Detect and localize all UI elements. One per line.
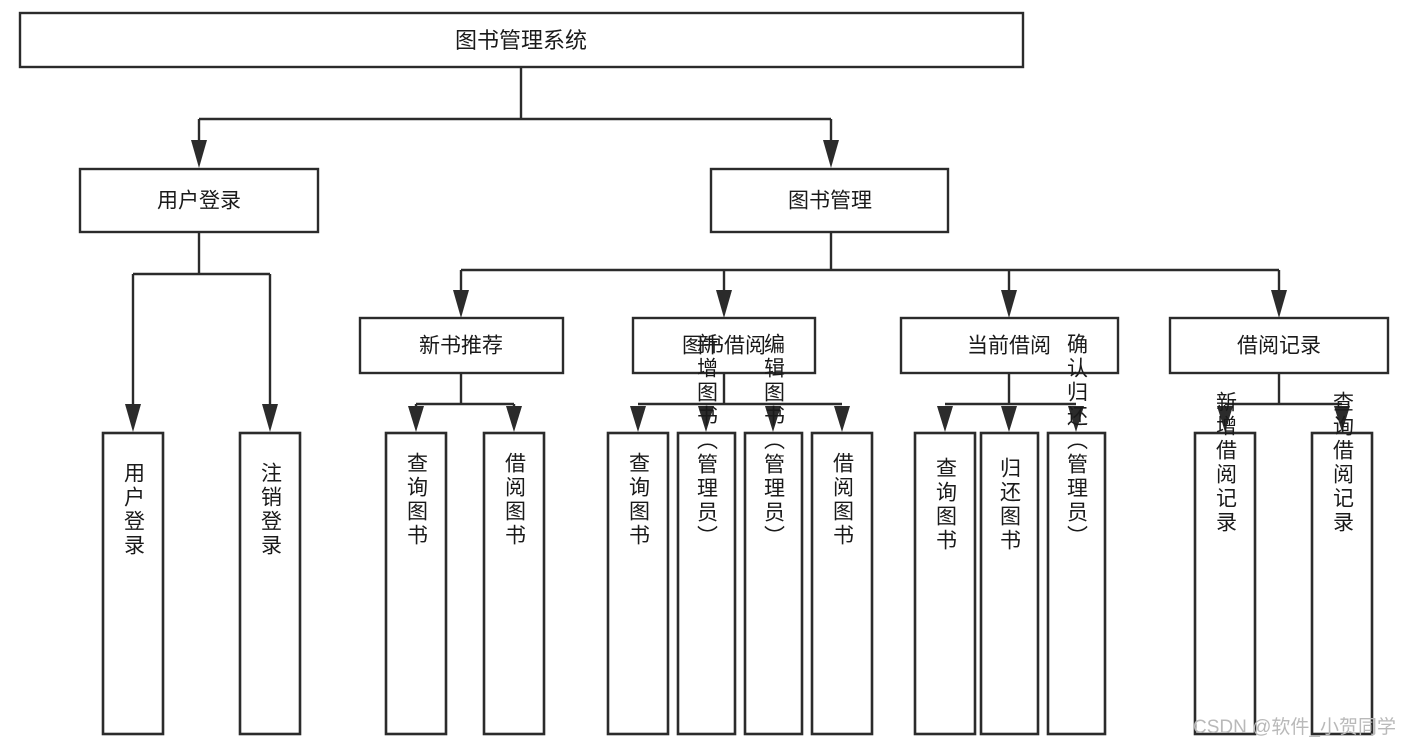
node-new-book-recommend[interactable]: 新书推荐 — [358, 316, 565, 375]
arrow-head-leaf-add-book — [698, 406, 714, 432]
node-book-management-label: 图书管理 — [788, 190, 872, 213]
leaf-confirm-return[interactable]: 确认归还（管理员） — [1046, 333, 1107, 736]
leaf-logout-box[interactable] — [238, 431, 302, 736]
arrow-head-book-manage — [823, 140, 839, 168]
csdn-watermark: CSDN @软件_小贺同学 — [1193, 716, 1396, 738]
leaf-add-borrow-record-box[interactable] — [1193, 431, 1257, 736]
leaf-add-borrow-record[interactable]: 新增借阅记录 — [1193, 391, 1257, 736]
node-current-borrow-label: 当前借阅 — [967, 335, 1051, 358]
connector-group-root-to-level2 — [191, 67, 839, 168]
node-current-borrow[interactable]: 当前借阅 — [899, 316, 1120, 375]
leaf-query-book-current[interactable]: 查询图书 — [913, 431, 977, 736]
leaf-borrow-book-borrow-label: 借阅图书 — [831, 452, 855, 548]
connector-group-book-manage-to-level3 — [453, 232, 1287, 318]
leaf-query-borrow-record-label: 查询借阅记录 — [1331, 391, 1355, 535]
arrow-head-book-borrow — [716, 290, 732, 318]
leaf-borrow-book-recommend-label: 借阅图书 — [503, 452, 527, 548]
node-root-box[interactable] — [18, 11, 1025, 69]
node-borrow-record[interactable]: 借阅记录 — [1168, 316, 1390, 375]
arrow-head-new-book — [453, 290, 469, 318]
arrow-head-leaf-return-book — [1001, 406, 1017, 432]
leaf-query-book-recommend-box[interactable] — [384, 431, 448, 736]
leaf-user-login-box[interactable] — [101, 431, 165, 736]
node-book-management[interactable]: 图书管理 — [709, 167, 950, 234]
node-user-login-box[interactable] — [78, 167, 320, 234]
arrow-head-leaf-confirm-return — [1068, 406, 1084, 432]
leaf-confirm-return-box[interactable] — [1046, 431, 1107, 736]
node-book-borrow-label: 图书借阅 — [682, 335, 766, 358]
leaf-query-book-borrow-label: 查询图书 — [627, 452, 651, 548]
leaf-logout-label: 注销登录 — [259, 462, 283, 558]
node-new-book-recommend-label: 新书推荐 — [419, 335, 503, 358]
leaf-borrow-book-recommend-box[interactable] — [482, 431, 546, 736]
leaf-query-book-borrow-box[interactable] — [606, 431, 670, 736]
leaf-logout[interactable]: 注销登录 — [238, 431, 302, 736]
leaf-query-book-borrow[interactable]: 查询图书 — [606, 431, 670, 736]
leaf-borrow-book-borrow-box[interactable] — [810, 431, 874, 736]
arrow-head-leaf-borrow-book-2 — [834, 406, 850, 432]
leaf-confirm-return-label: 确认归还（管理员） — [1065, 333, 1089, 549]
connector-group-book-borrow-to-leaves — [630, 373, 850, 432]
leaf-query-book-recommend[interactable]: 查询图书 — [384, 431, 448, 736]
arrow-head-leaf-edit-book — [765, 406, 781, 432]
node-borrow-record-label: 借阅记录 — [1237, 335, 1321, 358]
leaf-return-book[interactable]: 归还图书 — [979, 431, 1040, 736]
leaf-borrow-book-borrow[interactable]: 借阅图书 — [810, 431, 874, 736]
leaf-edit-book[interactable]: 编辑图书（管理员） — [743, 333, 804, 736]
node-user-login-label: 用户登录 — [157, 190, 241, 213]
node-book-management-box[interactable] — [709, 167, 950, 234]
leaf-query-book-current-label: 查询图书 — [934, 457, 958, 553]
leaf-return-book-label: 归还图书 — [998, 457, 1022, 553]
leaf-query-borrow-record[interactable]: 查询借阅记录 — [1310, 391, 1374, 736]
leaf-add-book[interactable]: 新增图书（管理员） — [676, 333, 737, 736]
node-root-label: 图书管理系统 — [455, 28, 587, 53]
arrow-head-leaf-query-book-3 — [937, 406, 953, 432]
leaf-user-login[interactable]: 用户登录 — [101, 431, 165, 736]
leaf-query-book-recommend-label: 查询图书 — [405, 452, 429, 548]
arrow-head-borrow-record — [1271, 290, 1287, 318]
leaf-query-book-current-box[interactable] — [913, 431, 977, 736]
leaf-query-borrow-record-box[interactable] — [1310, 431, 1374, 736]
arrow-head-leaf-add-record — [1217, 406, 1233, 432]
leaf-return-book-box[interactable] — [979, 431, 1040, 736]
node-borrow-record-box[interactable] — [1168, 316, 1390, 375]
node-current-borrow-box[interactable] — [899, 316, 1120, 375]
node-root-book-management-system[interactable]: 图书管理系统 — [18, 11, 1025, 69]
node-book-borrow[interactable]: 图书借阅 — [631, 316, 817, 375]
arrow-head-user-login — [191, 140, 207, 168]
connector-group-current-borrow-to-leaves — [937, 373, 1084, 432]
leaf-edit-book-label: 编辑图书（管理员） — [762, 333, 786, 549]
leaf-add-book-box[interactable] — [676, 431, 737, 736]
connector-group-new-book-to-leaves — [408, 373, 522, 432]
arrow-head-leaf-user-login — [125, 404, 141, 432]
arrow-head-leaf-query-record — [1334, 406, 1350, 432]
connector-group-user-login-to-leaves — [125, 232, 278, 432]
node-book-borrow-box[interactable] — [631, 316, 817, 375]
arrow-head-leaf-query-book-2 — [630, 406, 646, 432]
leaf-add-book-label: 新增图书（管理员） — [695, 333, 719, 549]
node-new-book-recommend-box[interactable] — [358, 316, 565, 375]
leaf-add-borrow-record-label: 新增借阅记录 — [1214, 391, 1238, 535]
node-user-login[interactable]: 用户登录 — [78, 167, 320, 234]
leaf-edit-book-box[interactable] — [743, 431, 804, 736]
connector-group-borrow-record-to-leaves — [1217, 373, 1350, 432]
arrow-head-leaf-borrow-book-1 — [506, 406, 522, 432]
arrow-head-leaf-query-book-1 — [408, 406, 424, 432]
leaf-user-login-label: 用户登录 — [122, 462, 146, 558]
leaf-borrow-book-recommend[interactable]: 借阅图书 — [482, 431, 546, 736]
arrow-head-leaf-logout — [262, 404, 278, 432]
arrow-head-current-borrow — [1001, 290, 1017, 318]
